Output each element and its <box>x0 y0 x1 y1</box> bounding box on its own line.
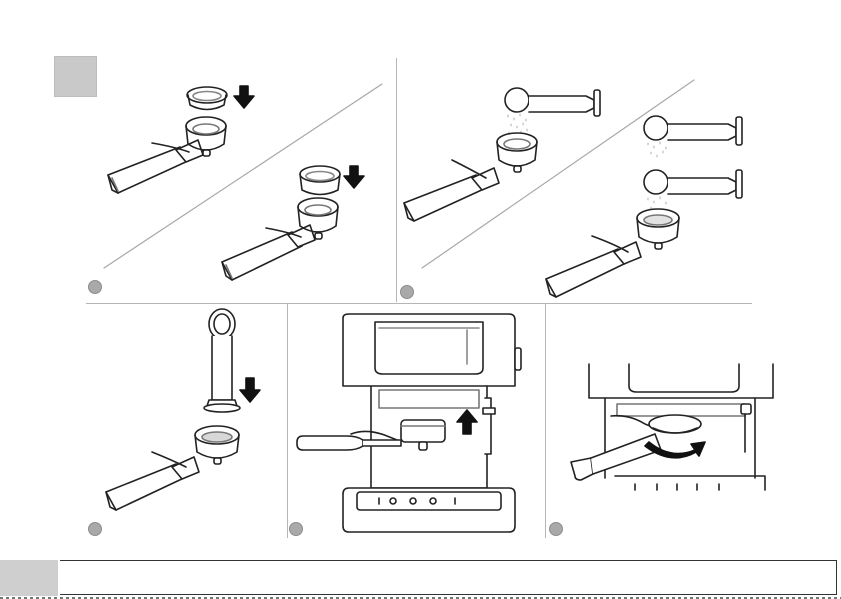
illustration-dose-coffee <box>396 0 756 303</box>
measuring-scoop-3 <box>644 170 742 198</box>
arrow-down-icon <box>234 86 254 108</box>
illustration-lock-portafilter <box>545 304 805 538</box>
panel-badge-c <box>88 522 102 536</box>
panel-badge-b <box>400 285 414 299</box>
illustration-insert-filter <box>0 0 396 303</box>
footer-caption-box <box>60 560 837 595</box>
measuring-scoop-2 <box>644 116 742 145</box>
coffee-particles-2 <box>648 142 666 157</box>
panel-d-insert-portafilter <box>287 304 545 538</box>
measuring-scoop-1 <box>505 88 600 116</box>
portafilter-illustration-2 <box>222 166 340 280</box>
panel-badge-e <box>549 522 563 536</box>
arrow-up-icon <box>457 410 477 434</box>
arrow-down-icon <box>344 166 364 188</box>
footer <box>0 560 841 598</box>
portafilter-illustration-4 <box>546 209 679 297</box>
tamper-illustration <box>204 309 240 412</box>
panel-badge-d <box>289 522 303 536</box>
illustration-tamp-coffee <box>86 304 287 538</box>
panel-badge-a <box>88 280 102 294</box>
coffee-particles-3 <box>648 197 666 209</box>
portafilter-illustration-3 <box>404 133 537 221</box>
portafilter-illustration-5 <box>106 426 239 510</box>
page-number-tab <box>0 560 58 596</box>
arrow-down-icon <box>240 378 260 402</box>
panel-b-dose-coffee <box>396 0 756 303</box>
panel-e-lock-portafilter <box>545 304 805 538</box>
illustration-espresso-machine <box>287 304 545 538</box>
portafilter-illustration-1 <box>108 87 227 193</box>
panel-c-tamp-coffee <box>86 304 287 538</box>
panel-a-insert-filter <box>0 0 396 303</box>
portafilter-illustration-7 <box>571 415 701 480</box>
